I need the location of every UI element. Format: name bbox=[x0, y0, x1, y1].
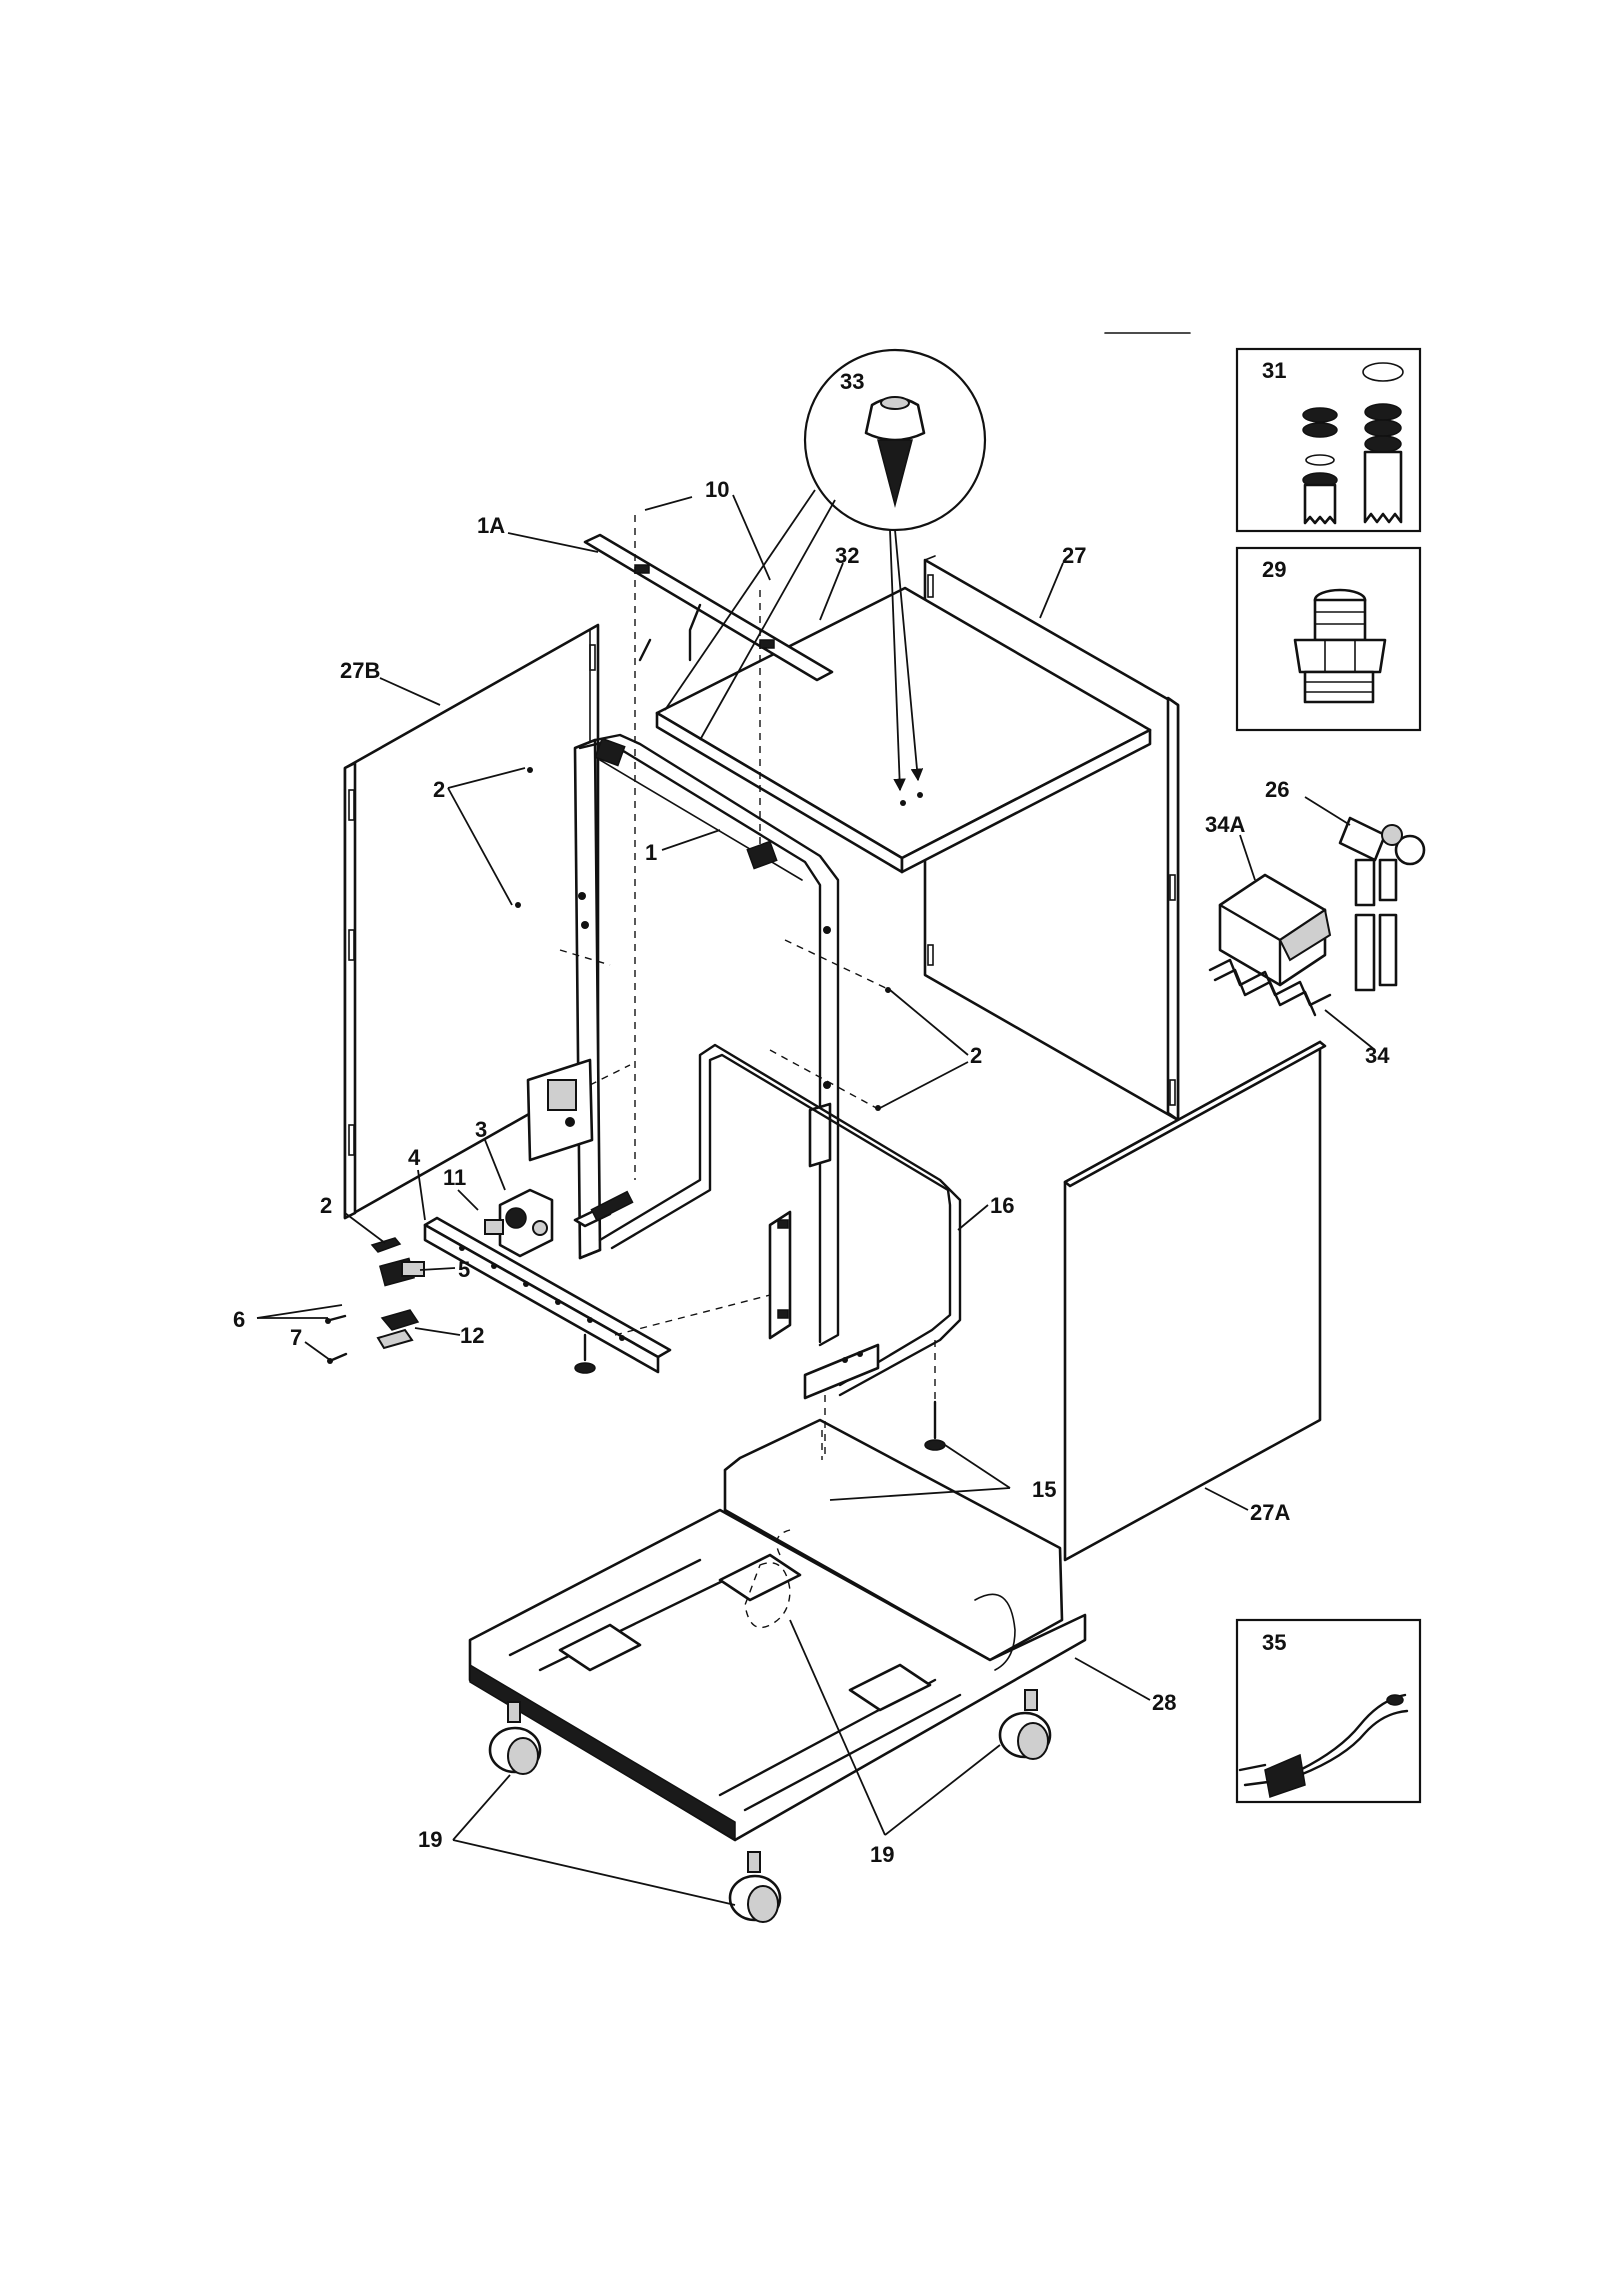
callout-34A: 34A bbox=[1205, 812, 1245, 837]
part-19-casters bbox=[488, 1689, 1052, 1923]
callout-7: 7 bbox=[290, 1325, 302, 1350]
part-35-power-cord-box bbox=[1235, 1618, 1422, 1804]
part-3-valve-bracket bbox=[484, 1058, 594, 1258]
caster-front-right bbox=[728, 1851, 782, 1923]
callout-26: 26 bbox=[1265, 777, 1289, 802]
part-27A-side-panel bbox=[1063, 1040, 1327, 1562]
callout-35: 35 bbox=[1262, 1630, 1286, 1655]
callout-27B: 27B bbox=[340, 658, 380, 683]
part-33-detail-circle bbox=[664, 348, 987, 792]
part-16-lower-frame bbox=[598, 1043, 962, 1397]
callout-15: 15 bbox=[1032, 1477, 1056, 1502]
callout-2-right: 2 bbox=[970, 1043, 982, 1068]
small-hardware-left bbox=[325, 1237, 425, 1364]
callout-27: 27 bbox=[1062, 543, 1086, 568]
callout-12: 12 bbox=[460, 1323, 484, 1348]
caster-front-left bbox=[488, 1701, 542, 1775]
callout-33: 33 bbox=[840, 369, 864, 394]
part-34-clip bbox=[1208, 958, 1332, 1017]
callout-29: 29 bbox=[1262, 557, 1286, 582]
caster-rear-right bbox=[998, 1689, 1052, 1760]
callout-labels: 33 31 29 10 1A 32 27 27B 2 1 26 34A 2 34… bbox=[233, 358, 1390, 1867]
callout-32: 32 bbox=[835, 543, 859, 568]
callout-28: 28 bbox=[1152, 1690, 1176, 1715]
callout-3: 3 bbox=[475, 1117, 487, 1142]
callout-19-right: 19 bbox=[870, 1842, 894, 1867]
callout-2-top: 2 bbox=[433, 777, 445, 802]
callout-10: 10 bbox=[705, 477, 729, 502]
part-4-bottom-rail bbox=[423, 1190, 672, 1374]
alignment-lines bbox=[515, 515, 936, 1460]
part-34A-junction-box bbox=[1218, 873, 1332, 987]
leader-lines bbox=[256, 494, 1376, 1906]
callout-2-left: 2 bbox=[320, 1193, 332, 1218]
part-29-fitting-box bbox=[1235, 546, 1422, 732]
callout-16: 16 bbox=[990, 1193, 1014, 1218]
part-1A-mounting-bracket bbox=[583, 533, 834, 682]
part-1-main-frame bbox=[573, 733, 840, 1347]
callout-19-left: 19 bbox=[418, 1827, 442, 1852]
callout-34: 34 bbox=[1365, 1043, 1390, 1068]
part-26-elbow-fitting bbox=[1338, 816, 1426, 992]
part-28-base bbox=[468, 1418, 1087, 1842]
callout-31: 31 bbox=[1262, 358, 1286, 383]
callout-27A: 27A bbox=[1250, 1500, 1290, 1525]
part-31-seal-kit-box bbox=[1235, 347, 1422, 533]
callout-6: 6 bbox=[233, 1307, 245, 1332]
callout-4: 4 bbox=[408, 1145, 421, 1170]
part-27B-left-side-panel bbox=[343, 623, 600, 1220]
callout-5: 5 bbox=[458, 1257, 470, 1282]
callout-1A: 1A bbox=[477, 513, 505, 538]
callout-1: 1 bbox=[645, 840, 657, 865]
callout-11: 11 bbox=[443, 1165, 466, 1190]
